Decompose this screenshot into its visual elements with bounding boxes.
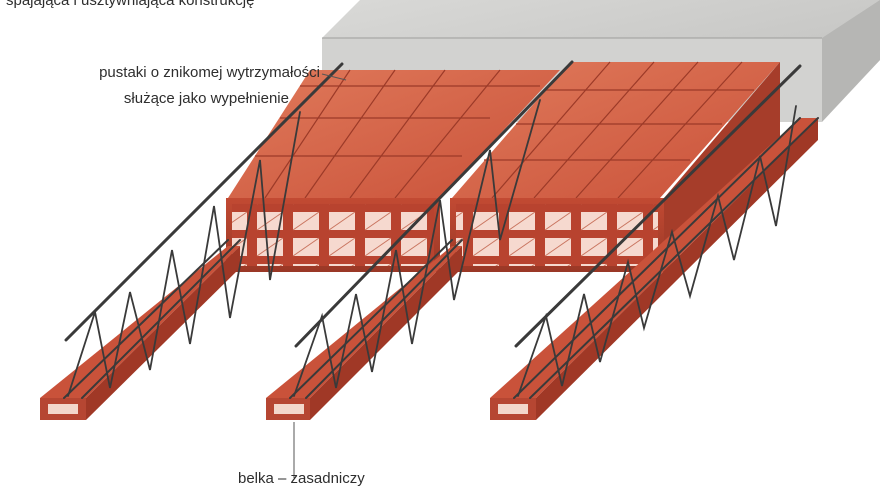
truss-left — [63, 62, 344, 399]
label-hollow-blocks-line1: pustaki o znikomej wytrzymałości — [99, 64, 320, 81]
truss-right — [513, 64, 819, 399]
label-beam-caption: belka – zasadniczy — [238, 470, 365, 487]
joist-beam-middle — [266, 246, 462, 420]
leader-lines — [293, 73, 347, 478]
label-top-caption: spajająca i usztywniająca konstrukcję — [6, 0, 255, 9]
joist-beam-left — [40, 246, 240, 420]
truss-middle — [289, 60, 574, 399]
label-hollow-blocks-line2: służące jako wypełnienie — [123, 90, 289, 107]
joist-beam-right — [490, 118, 818, 420]
